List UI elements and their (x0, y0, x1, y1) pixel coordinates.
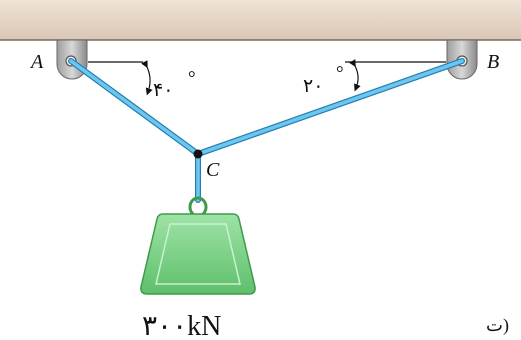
figure-part-mark: ت) (486, 315, 509, 336)
cable-bc (195, 58, 465, 157)
point-label-b: B (487, 51, 499, 73)
angle-arrow-b (349, 59, 361, 92)
angle-arrow-a (141, 60, 153, 96)
degree-mark-a: ° (188, 68, 196, 89)
point-label-a: A (29, 51, 44, 73)
angle-value-a: ۴۰ (153, 80, 173, 101)
load-label: ۳۰۰kN (142, 311, 221, 340)
degree-mark-b: ° (336, 63, 344, 84)
ceiling (0, 0, 521, 41)
joint-c (193, 149, 203, 159)
point-label-c: C (206, 159, 220, 181)
cable-ac (68, 58, 201, 157)
angle-value-b: ۲۰ (303, 76, 323, 97)
weight-block (140, 213, 256, 295)
